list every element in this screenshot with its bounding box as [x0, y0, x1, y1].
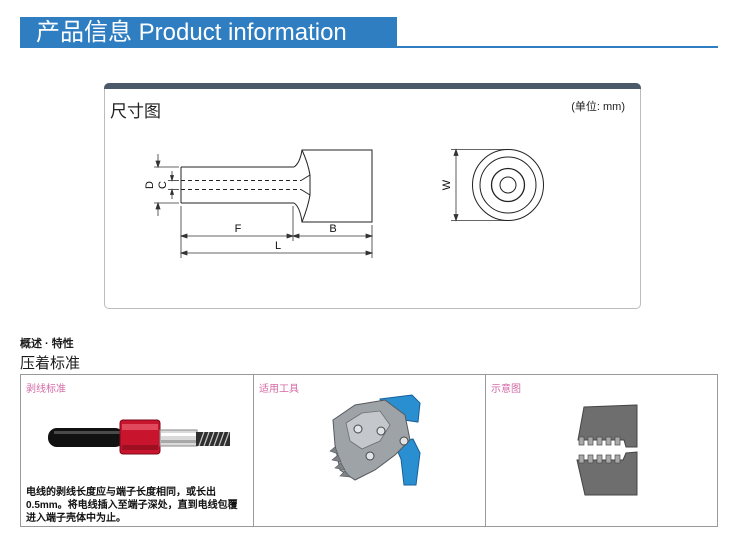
- wire-insulation: [48, 428, 124, 447]
- end-collar-circle: [479, 156, 537, 214]
- dimension-labels: D C F B L W: [144, 179, 453, 252]
- w-arrow-top: [453, 148, 459, 156]
- unit-note: (单位: mm): [571, 101, 625, 113]
- strand-lines: [198, 431, 230, 447]
- l-arrow-left: [179, 250, 188, 256]
- upper-jaw: [577, 404, 638, 448]
- collar-outline: [293, 149, 373, 223]
- tool-lower-handle: [393, 438, 421, 486]
- crimp-standard-heading: 压着标准: [20, 355, 81, 372]
- crimp-standard-table: 剥线标准 电线的剥线长度应与端子长度相同，或长出 0.5mm。将电线插入至端子深…: [20, 374, 718, 527]
- applicable-tool-cell: 适用工具: [253, 375, 485, 526]
- stripped-wire-in-ferrule-icon: [48, 419, 230, 455]
- section-header: 产品信息 Product information: [20, 17, 397, 48]
- strip-instructions: 电线的剥线长度应与端子长度相同，或长出 0.5mm。将电线插入至端子深处，直到电…: [26, 486, 238, 525]
- label-l: L: [275, 240, 281, 252]
- ferrule-side-view: [180, 149, 373, 223]
- strip-instruction-line: 进入端子壳体中为止。: [26, 513, 126, 524]
- label-c: C: [157, 181, 169, 189]
- label-b: B: [329, 223, 336, 235]
- upper-jaw-teeth: [578, 436, 621, 446]
- applicable-tool-header: 适用工具: [259, 384, 299, 395]
- tool-die-teeth: [329, 446, 351, 478]
- collar-funnel: [300, 149, 311, 223]
- end-bore-circle: [499, 176, 517, 194]
- strip-instruction-line: 0.5mm。将电线插入至端子深处，直到电线包覆: [26, 500, 238, 511]
- b-arrow-left: [291, 233, 300, 239]
- collar-shade: [122, 445, 158, 450]
- collar-highlight: [122, 424, 158, 430]
- label-d: D: [144, 181, 156, 189]
- ferrule-dimension-drawing: D C F B L W: [144, 148, 544, 258]
- strip-standard-header: 剥线标准: [26, 384, 66, 395]
- wire-highlight: [54, 431, 120, 434]
- ferrule-end-view: [472, 149, 544, 221]
- section-title: 产品信息 Product information: [36, 19, 347, 46]
- c-arrow-top: [169, 175, 175, 182]
- c-arrow-bottom: [169, 188, 175, 195]
- d-arrow-bottom: [155, 201, 161, 210]
- strip-standard-cell: 剥线标准 电线的剥线长度应与端子长度相同，或长出 0.5mm。将电线插入至端子深…: [21, 375, 253, 526]
- b-arrow-right: [365, 233, 374, 239]
- crimping-tool-icon: [329, 394, 421, 486]
- l-arrow-right: [365, 250, 374, 256]
- end-outer-circle: [472, 149, 544, 221]
- strip-instruction-line: 电线的剥线长度应与端子长度相同，或长出: [26, 487, 216, 498]
- dimension-panel: 尺寸图 (单位: mm): [104, 83, 641, 309]
- dimension-lines: [154, 148, 508, 258]
- ferrule-tube: [159, 429, 198, 447]
- panel-title: 尺寸图: [110, 102, 161, 121]
- panel-top-band: [104, 83, 641, 89]
- wire-strands: [196, 432, 230, 446]
- w-arrow-bottom: [453, 214, 459, 222]
- end-tube-circle: [490, 167, 526, 203]
- schematic-header: 示意图: [491, 384, 521, 395]
- header-divider: [20, 46, 718, 48]
- label-f: F: [235, 223, 242, 235]
- schematic-cell: 示意图: [485, 375, 717, 526]
- d-arrow-top: [155, 160, 161, 169]
- tube-highlight: [161, 433, 196, 436]
- f-arrow-right: [286, 233, 295, 239]
- overview-heading: 概述 · 特性: [20, 338, 74, 350]
- crimp-jaws-icon: [576, 404, 638, 496]
- tool-screws: [353, 424, 409, 461]
- f-arrow-left: [179, 233, 188, 239]
- tube-shade: [161, 440, 196, 443]
- label-w: W: [441, 179, 453, 190]
- lower-jaw-teeth: [578, 454, 621, 464]
